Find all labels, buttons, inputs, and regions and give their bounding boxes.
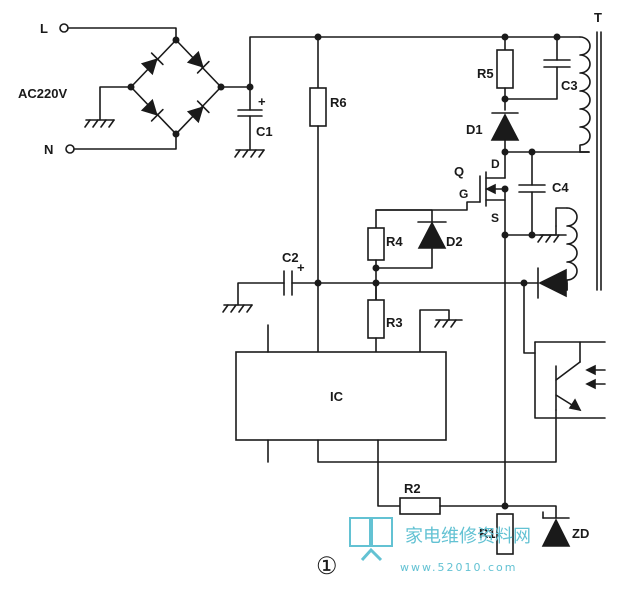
r2-r1-zd: R2 R1 ZD <box>399 481 589 555</box>
ground-symbol-4 <box>222 304 253 313</box>
ground-symbol-2 <box>234 149 265 158</box>
figure-number: ① <box>316 553 338 580</box>
label-r2: R2 <box>404 481 421 496</box>
label-r4: R4 <box>386 234 403 249</box>
watermark-url: www.52010.com <box>400 561 517 574</box>
r4-d2: R4 D2 <box>367 209 463 301</box>
capacitor-c2: C2 + <box>222 250 539 313</box>
optocoupler <box>523 282 606 419</box>
snubber: R5 C3 D1 <box>466 36 590 156</box>
label-c4: C4 <box>552 180 569 195</box>
label-source: S <box>491 211 499 225</box>
c2-plus: + <box>297 260 305 275</box>
ic-block: IC <box>235 324 557 507</box>
resistor-r3: R3 <box>367 282 463 353</box>
label-q: Q <box>454 164 464 179</box>
watermark-site-name: 家电维修资料网 <box>405 526 531 547</box>
terminal-l <box>59 23 69 33</box>
terminal-n <box>65 144 75 154</box>
label-n: N <box>44 142 53 157</box>
label-l: L <box>40 21 48 36</box>
watermark-book-icon <box>349 517 393 562</box>
bridge-rectifier <box>127 36 225 138</box>
label-c2: C2 <box>282 250 299 265</box>
label-ic: IC <box>330 389 344 404</box>
resistor-r6: R6 <box>309 36 347 353</box>
label-c3: C3 <box>561 78 578 93</box>
capacitor-c1: + C1 <box>234 86 273 158</box>
label-drain: D <box>491 157 500 171</box>
ground-symbol-1 <box>84 119 115 128</box>
ac-input: L N AC220V <box>18 21 177 157</box>
label-c1: C1 <box>256 124 273 139</box>
wire-bridge-gnd <box>99 86 132 121</box>
wire-l <box>67 27 177 41</box>
label-r3: R3 <box>386 315 403 330</box>
mosfet-q: Q D G S <box>375 151 509 239</box>
label-r6: R6 <box>330 95 347 110</box>
label-gate: G <box>459 187 468 201</box>
transformer-t: T <box>556 10 602 291</box>
label-d1: D1 <box>466 122 483 137</box>
label-ac220v: AC220V <box>18 86 67 101</box>
label-d2: D2 <box>446 234 463 249</box>
label-r5: R5 <box>477 66 494 81</box>
aux-diode <box>537 267 568 299</box>
label-t: T <box>594 10 602 25</box>
label-r1: R1 <box>479 526 496 541</box>
wire-n <box>73 133 177 150</box>
label-zd: ZD <box>572 526 589 541</box>
watermark: 家电维修资料网 www.52010.com <box>349 517 531 574</box>
ground-symbol-3 <box>537 234 567 243</box>
c1-plus: + <box>258 94 266 109</box>
capacitor-c4: C4 <box>504 151 569 243</box>
ground-symbol-5 <box>434 319 463 328</box>
